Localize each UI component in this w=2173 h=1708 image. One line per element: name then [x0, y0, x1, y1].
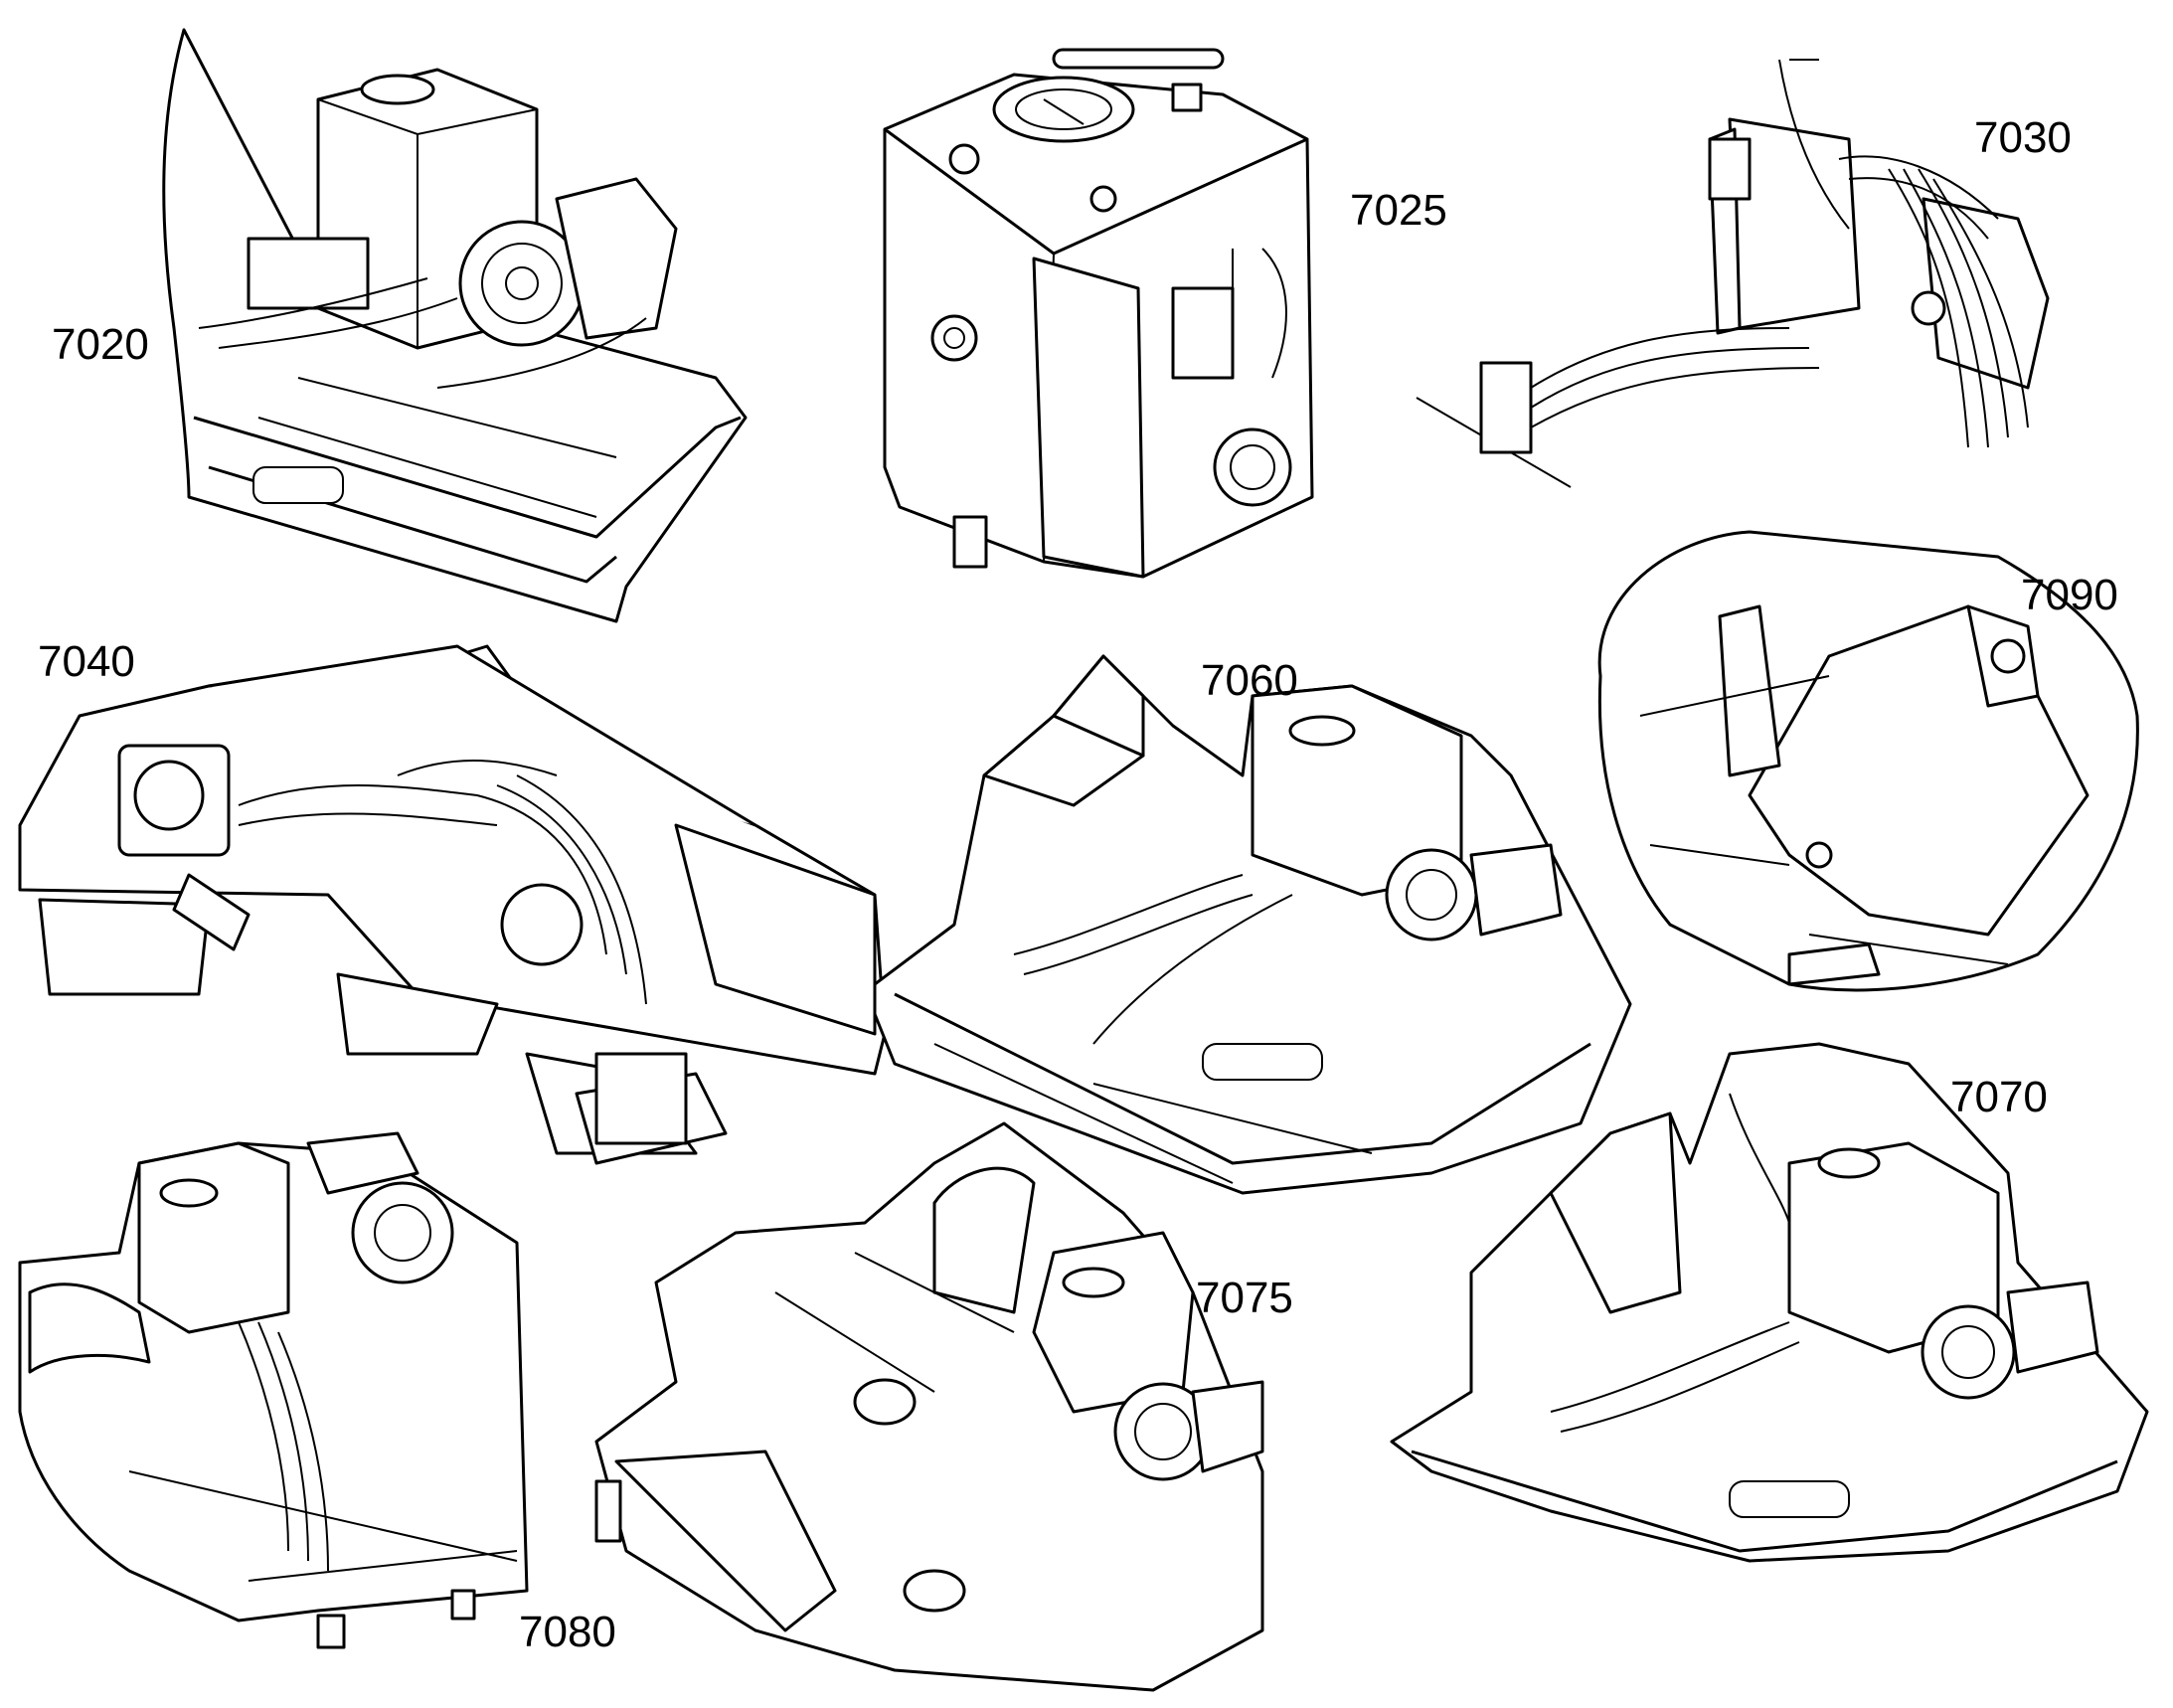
- view-7070-illustration: [1390, 1042, 2149, 1563]
- view-7040-illustration: [18, 644, 887, 1165]
- view-7075-illustration: [594, 1121, 1264, 1692]
- label-7030: 7030: [1974, 113, 2072, 162]
- label-7075: 7075: [1196, 1274, 1293, 1322]
- label-7020: 7020: [52, 320, 149, 369]
- label-7080: 7080: [519, 1608, 616, 1656]
- label-7040: 7040: [38, 637, 135, 686]
- view-7090-illustration: [1597, 530, 2139, 992]
- label-7070: 7070: [1950, 1073, 2048, 1121]
- view-7025-illustration: [883, 48, 1314, 579]
- view-7020-illustration: [162, 28, 748, 623]
- view-7030-illustration: [1416, 59, 2050, 488]
- view-7080-illustration: [18, 1131, 529, 1649]
- label-7090: 7090: [2021, 571, 2118, 619]
- view-7060-illustration: [873, 654, 1632, 1195]
- label-7025: 7025: [1350, 186, 1447, 235]
- label-7060: 7060: [1201, 656, 1298, 705]
